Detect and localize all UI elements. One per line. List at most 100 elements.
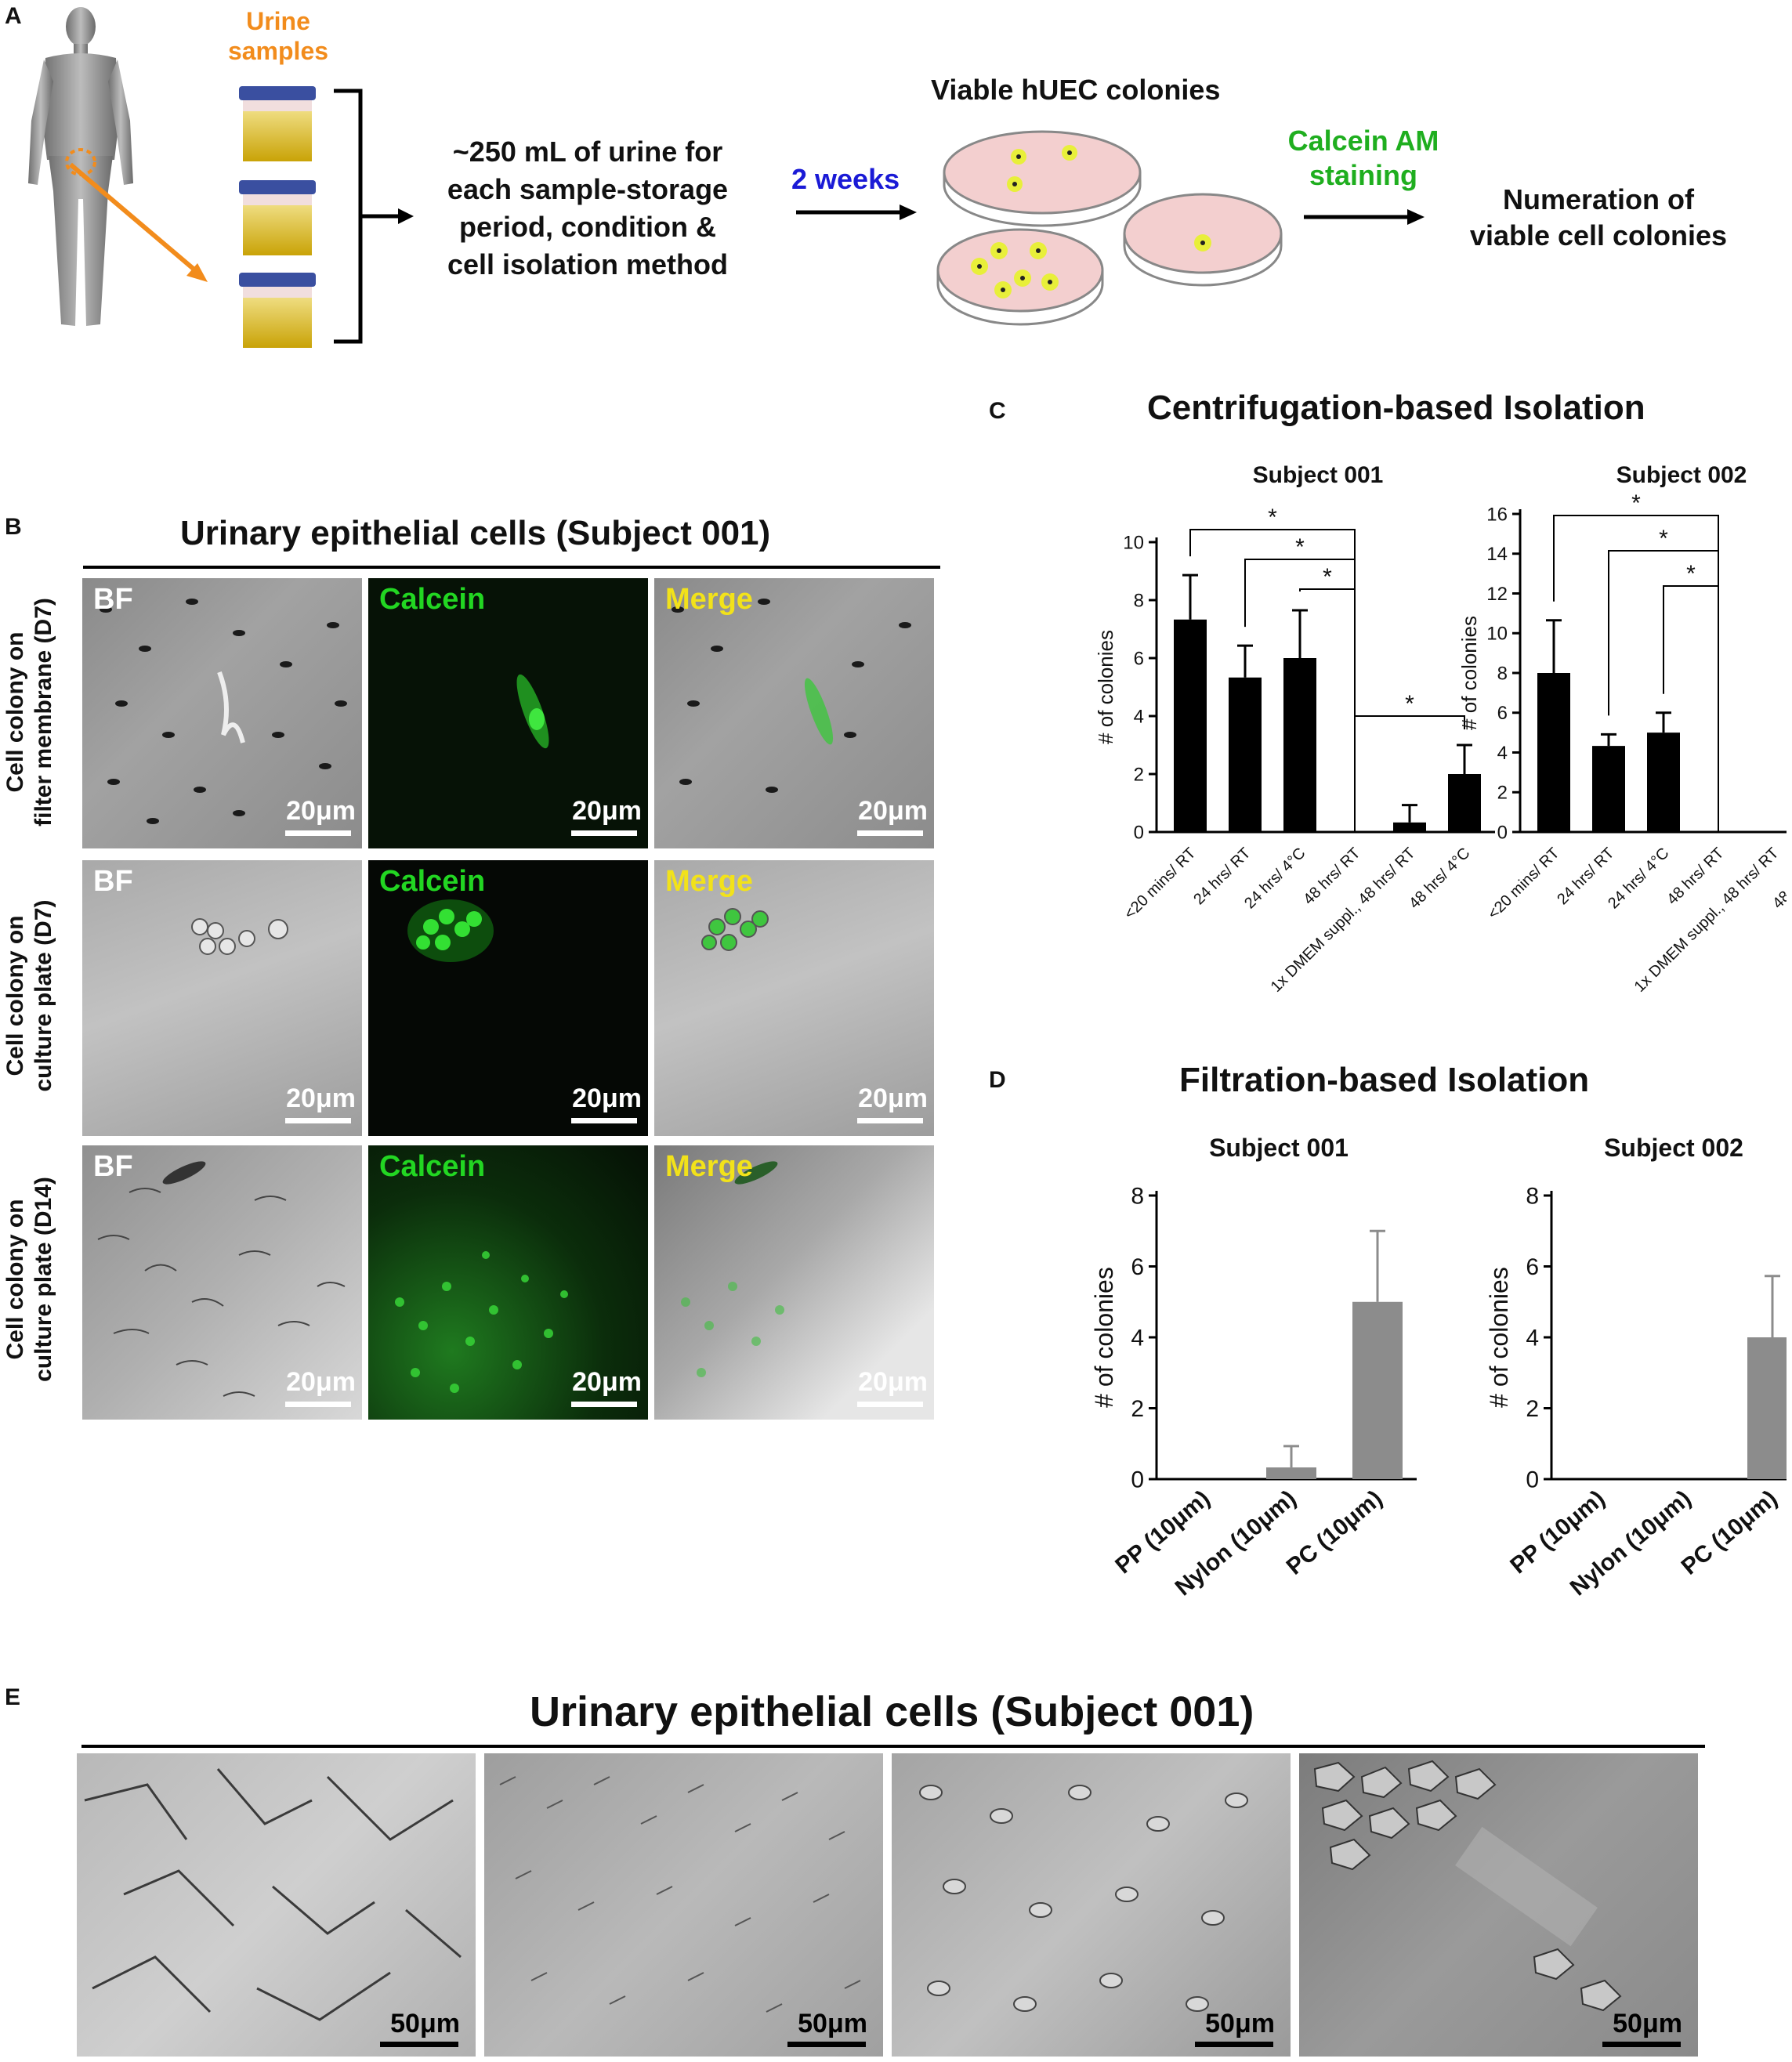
spread-cells bbox=[919, 1785, 1248, 2012]
significance-bracket bbox=[1355, 715, 1465, 729]
scalebar-label: 20μm bbox=[858, 796, 928, 826]
cobblestone-cells bbox=[1313, 1760, 1622, 2012]
orange-pointer-arrow bbox=[69, 162, 208, 282]
significance-label: * bbox=[1686, 561, 1696, 587]
y-tick-label: 6 bbox=[1134, 648, 1144, 669]
scalebar bbox=[380, 2042, 458, 2047]
y-tick-label: 8 bbox=[1526, 1184, 1539, 1210]
significance-label: * bbox=[1268, 505, 1277, 530]
y-tick-label: 10 bbox=[1123, 532, 1144, 553]
y-tick-label: 0 bbox=[1526, 1467, 1539, 1493]
scalebar bbox=[857, 1402, 923, 1407]
row3-label-line2: culture plate (D14) bbox=[31, 1177, 56, 1382]
arrow-staining bbox=[1304, 209, 1425, 225]
step1-line2: each sample-storage bbox=[447, 173, 729, 205]
channel-label: BF bbox=[93, 865, 133, 898]
significance-label: * bbox=[1631, 490, 1641, 516]
y-axis-label: # of colonies bbox=[1457, 616, 1481, 730]
chart-title: Subject 002 bbox=[1604, 1134, 1743, 1162]
urine-samples-label: Urine samples bbox=[219, 6, 337, 66]
row-label-3: Cell colony on culture plate (D14) bbox=[2, 1146, 58, 1413]
calcein-signal bbox=[407, 899, 494, 962]
urine-cups-illustration bbox=[239, 86, 316, 348]
micrograph-r3-bf: BF 20μm bbox=[82, 1145, 362, 1420]
bar bbox=[1448, 774, 1481, 832]
merge-cluster bbox=[701, 908, 769, 951]
scalebar-label: 20μm bbox=[858, 1083, 928, 1113]
channel-label: Calcein bbox=[379, 583, 486, 616]
merge-texture bbox=[672, 599, 911, 793]
scalebar-label: 20μm bbox=[286, 1083, 356, 1113]
channel-label: Calcein bbox=[379, 865, 486, 898]
micrograph-e3: 50μm bbox=[892, 1753, 1291, 2057]
micrograph-r2-calcein: Calcein 20μm bbox=[368, 860, 648, 1136]
bar bbox=[1592, 746, 1625, 832]
bar bbox=[1352, 1301, 1403, 1479]
scalebar-label: 20μm bbox=[286, 1367, 356, 1397]
bar bbox=[1747, 1337, 1787, 1479]
stain-line1: Calcein AM bbox=[1287, 125, 1439, 157]
y-tick-label: 6 bbox=[1131, 1254, 1144, 1280]
micrograph-r2-merge: Merge 20μm bbox=[654, 860, 934, 1136]
panel-e-title-rule bbox=[81, 1745, 1705, 1748]
y-tick-label: 10 bbox=[1486, 624, 1508, 645]
y-tick-label: 16 bbox=[1486, 504, 1508, 525]
panel-e-letter: E bbox=[5, 1684, 21, 1710]
micrograph-e4: 50μm bbox=[1299, 1753, 1698, 2057]
y-tick-label: 8 bbox=[1497, 663, 1508, 684]
calcein-signal bbox=[395, 1251, 568, 1393]
significance-bracket bbox=[1299, 588, 1356, 832]
bar bbox=[1283, 658, 1316, 832]
result-line1: Numeration of bbox=[1502, 183, 1694, 215]
chart-title: Subject 002 bbox=[1616, 462, 1747, 488]
y-axis-label: # of colonies bbox=[1094, 630, 1117, 744]
y-tick-label: 0 bbox=[1134, 822, 1144, 843]
human-figure-illustration bbox=[28, 7, 133, 326]
scalebar-label: 50μm bbox=[1205, 2009, 1275, 2038]
cell-outlines bbox=[84, 1768, 462, 2021]
y-tick-label: 4 bbox=[1526, 1326, 1539, 1351]
scalebar bbox=[285, 830, 351, 836]
micrograph-r2-bf: BF 20μm bbox=[82, 860, 362, 1136]
scalebar-label: 20μm bbox=[572, 796, 642, 826]
scalebar-label: 50μm bbox=[390, 2009, 460, 2038]
result-line2: viable cell colonies bbox=[1469, 219, 1728, 251]
micrograph-r3-merge: Merge 20μm bbox=[654, 1145, 934, 1420]
x-category-label: <20 mins/ RT bbox=[1121, 845, 1200, 923]
y-tick-label: 0 bbox=[1497, 822, 1508, 843]
panel-b-title-rule bbox=[83, 566, 940, 569]
significance-label: * bbox=[1405, 691, 1414, 717]
chart-title: Subject 001 bbox=[1209, 1134, 1349, 1162]
step1-line3: period, condition & bbox=[459, 211, 716, 243]
bar bbox=[1393, 822, 1426, 832]
scalebar bbox=[1602, 2042, 1681, 2047]
panel-d-letter: D bbox=[989, 1067, 1006, 1093]
y-tick-label: 6 bbox=[1526, 1254, 1539, 1280]
micrograph-r1-calcein: Calcein 20μm bbox=[368, 578, 648, 848]
bar bbox=[1229, 677, 1262, 832]
y-tick-label: 8 bbox=[1131, 1184, 1144, 1210]
y-tick-label: 14 bbox=[1486, 544, 1508, 565]
calcein-stain-label: Calcein AM staining bbox=[1285, 124, 1442, 193]
petri-dish-2 bbox=[936, 228, 1104, 326]
bf-pore-texture bbox=[100, 599, 347, 824]
y-axis-label: # of colonies bbox=[1485, 1267, 1513, 1408]
y-tick-label: 6 bbox=[1497, 703, 1508, 724]
y-axis-label: # of colonies bbox=[1090, 1267, 1118, 1408]
bar bbox=[1174, 619, 1207, 832]
micrograph-r3-calcein: Calcein 20μm bbox=[368, 1145, 648, 1420]
two-weeks-label: 2 weeks bbox=[791, 163, 900, 195]
micrograph-r1-bf: BF 20μm bbox=[82, 578, 362, 848]
scalebar bbox=[571, 1402, 637, 1407]
petri-dishes-illustration bbox=[936, 130, 1283, 326]
significance-label: * bbox=[1295, 534, 1305, 560]
scalebar-label: 20μm bbox=[572, 1367, 642, 1397]
row1-label-line1: Cell colony on bbox=[2, 631, 28, 793]
panel-b-letter: B bbox=[5, 514, 22, 540]
step1-line1: ~250 mL of urine for bbox=[452, 136, 723, 168]
scalebar bbox=[1195, 2042, 1273, 2047]
